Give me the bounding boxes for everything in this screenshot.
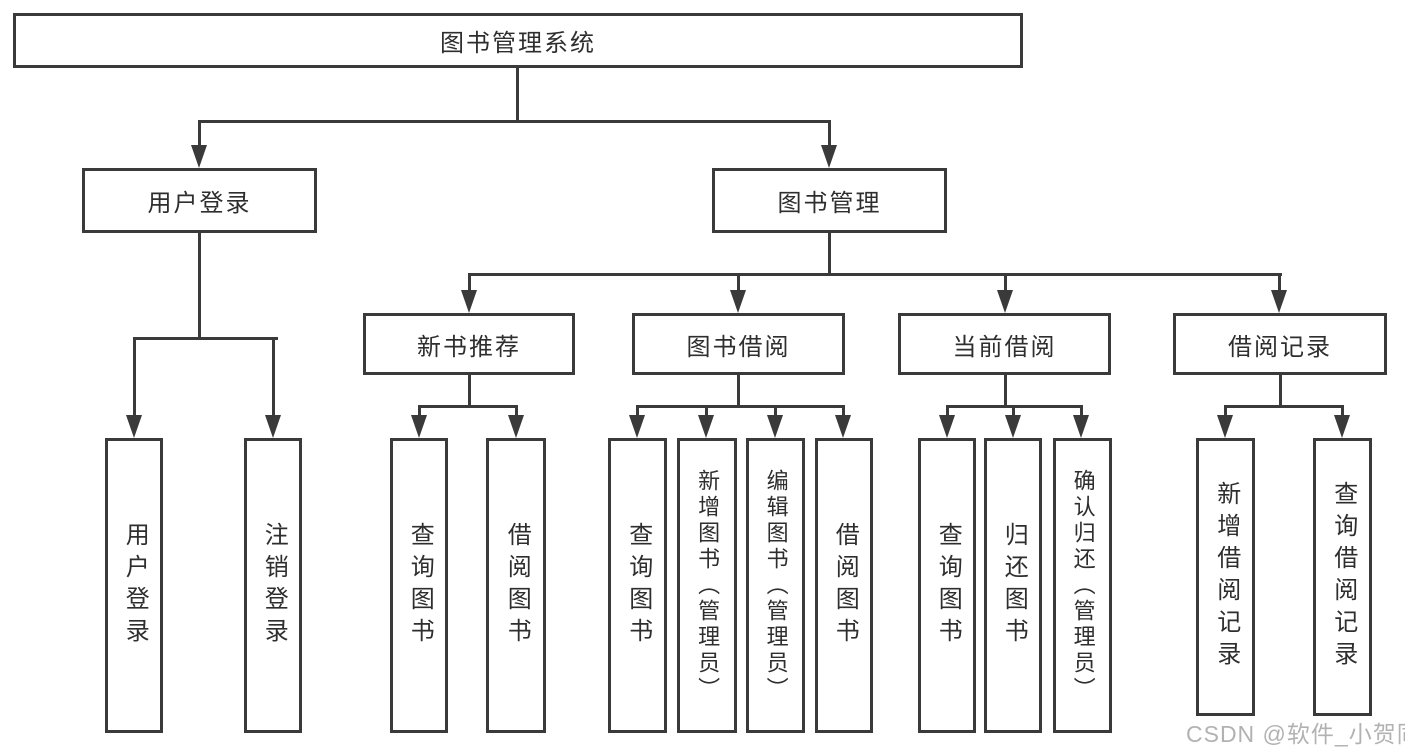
leaf-label: 查询图书 — [406, 521, 434, 650]
connector-g3-drop-2 — [705, 405, 708, 418]
arrow-down-icon — [1217, 415, 1233, 438]
leaf-return-books: 归还图书 — [984, 438, 1042, 733]
arrow-down-icon — [698, 415, 714, 438]
leaf-query-books-3: 查询图书 — [918, 438, 976, 733]
connector-g3-branch — [636, 405, 845, 408]
connector-root-stem — [516, 68, 519, 122]
connector-g4-stem — [1004, 375, 1007, 407]
node-user-login: 用户登录 — [82, 168, 317, 233]
connector-g2-stem — [468, 375, 471, 407]
connector-g4-drop-2 — [1012, 405, 1015, 418]
connector-book-mgmt-branch — [468, 273, 1282, 276]
node-label: 用户登录 — [147, 190, 252, 217]
arrow-down-icon — [508, 415, 524, 438]
leaf-label: 借阅图书 — [831, 521, 859, 650]
arrow-down-icon — [835, 415, 851, 438]
csdn-watermark: CSDN @软件_小贺同学 — [1186, 721, 1405, 747]
connector-user-login-stem — [198, 233, 201, 339]
arrow-down-icon — [461, 290, 477, 313]
node-label: 图书借阅 — [686, 333, 791, 361]
leaf-add-borrow-record: 新增借阅记录 — [1196, 438, 1255, 716]
arrow-down-icon — [411, 415, 427, 438]
node-label: 借阅记录 — [1228, 333, 1332, 361]
node-book-management-system: 图书管理系统 — [13, 13, 1023, 68]
connector-root-right-drop — [828, 120, 831, 147]
connector-g3-drop-4 — [842, 405, 845, 418]
connector-book-mgmt-stem — [828, 233, 831, 275]
connector-l3-drop-2 — [737, 273, 740, 293]
leaf-label: 归还图书 — [1000, 521, 1028, 650]
connector-l3-drop-3 — [1004, 273, 1007, 293]
connector-l3-drop-4 — [1278, 273, 1281, 293]
leaf-query-borrow-record: 查询借阅记录 — [1313, 438, 1372, 716]
node-label: 当前借阅 — [952, 333, 1057, 361]
leaf-label: 查询图书 — [934, 521, 962, 650]
arrow-down-icon — [730, 290, 746, 313]
leaf-query-books-2: 查询图书 — [608, 438, 667, 733]
arrow-down-icon — [767, 415, 783, 438]
node-current-borrow: 当前借阅 — [898, 313, 1111, 375]
arrow-down-icon — [821, 145, 837, 168]
leaf-borrow-books-1: 借阅图书 — [486, 438, 546, 733]
leaf-query-books-1: 查询图书 — [390, 438, 448, 733]
arrow-down-icon — [265, 415, 281, 438]
connector-user-login-branch — [133, 337, 278, 340]
leaf-user-login: 用户登录 — [105, 438, 163, 733]
arrow-down-icon — [126, 415, 142, 438]
node-label: 图书管理系统 — [440, 30, 596, 57]
arrow-down-icon — [1073, 415, 1089, 438]
connector-g5-stem — [1279, 375, 1282, 407]
arrow-down-icon — [629, 415, 645, 438]
connector-g2-drop-2 — [515, 405, 518, 418]
connector-root-left-drop — [198, 120, 201, 147]
leaf-logout: 注销登录 — [244, 438, 302, 733]
connector-g2-drop-1 — [418, 405, 421, 418]
leaf-label: 借阅图书 — [503, 521, 531, 650]
leaf-add-books-admin: 新增图书（管理员） — [677, 438, 737, 733]
node-new-book-recommend: 新书推荐 — [363, 313, 575, 375]
connector-g5-drop-2 — [1341, 405, 1344, 418]
leaf-label: 查询图书 — [624, 521, 652, 650]
leaf-label: 用户登录 — [121, 521, 149, 650]
leaf-edit-books-admin: 编辑图书（管理员） — [746, 438, 805, 733]
arrow-down-icon — [191, 145, 207, 168]
node-label: 图书管理 — [777, 190, 882, 217]
connector-g5-drop-1 — [1224, 405, 1227, 418]
connector-root-branch — [198, 120, 831, 123]
connector-g3-drop-3 — [774, 405, 777, 418]
node-borrow-records: 借阅记录 — [1173, 313, 1387, 375]
leaf-label: 新增图书（管理员） — [695, 468, 721, 703]
connector-user-login-drop-2 — [272, 337, 275, 417]
connector-g3-drop-1 — [636, 405, 639, 418]
leaf-label: 注销登录 — [260, 521, 288, 650]
connector-g4-drop-1 — [946, 405, 949, 418]
leaf-label: 查询借阅记录 — [1329, 481, 1357, 673]
connector-user-login-drop-1 — [133, 337, 136, 417]
leaf-label: 新增借阅记录 — [1212, 481, 1240, 673]
node-label: 新书推荐 — [417, 333, 521, 361]
leaf-borrow-books-2: 借阅图书 — [815, 438, 873, 733]
connector-g4-drop-3 — [1080, 405, 1083, 418]
connector-g3-stem — [737, 375, 740, 407]
connector-g2-branch — [418, 405, 518, 408]
arrow-down-icon — [1271, 290, 1287, 313]
arrow-down-icon — [997, 290, 1013, 313]
leaf-label: 编辑图书（管理员） — [763, 468, 789, 703]
node-book-management: 图书管理 — [712, 168, 947, 233]
arrow-down-icon — [1334, 415, 1350, 438]
connector-l3-drop-1 — [468, 273, 471, 293]
leaf-confirm-return-admin: 确认归还（管理员） — [1053, 438, 1112, 733]
connector-g5-branch — [1224, 405, 1344, 408]
arrow-down-icon — [939, 415, 955, 438]
node-book-borrow: 图书借阅 — [632, 313, 845, 375]
leaf-label: 确认归还（管理员） — [1070, 468, 1096, 703]
arrow-down-icon — [1005, 415, 1021, 438]
